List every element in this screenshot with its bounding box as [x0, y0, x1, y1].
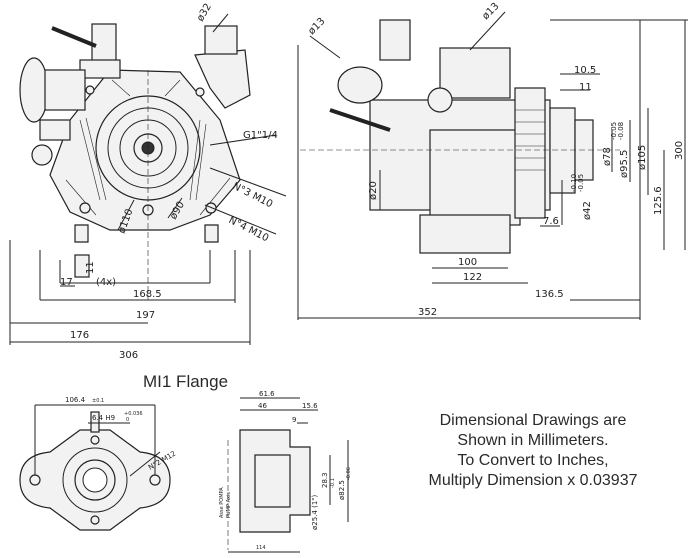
flange-hole-left: [29, 474, 41, 486]
dim-flange-114: 114: [256, 545, 266, 551]
side-crankcase: [429, 129, 521, 226]
dim-side-122: 122: [463, 272, 482, 283]
flange-section-dims: [228, 397, 349, 553]
left-foot: [74, 224, 89, 243]
dim-flange-106: 106.4: [65, 396, 86, 404]
flange-dim-lines: [34, 404, 161, 477]
dim-flange-9: 9: [292, 416, 296, 424]
right-foot: [204, 224, 219, 243]
dim-side-125: 125.6: [653, 186, 664, 215]
dim-306: 306: [119, 350, 138, 361]
dim-side-d95: ø95.5: [619, 150, 630, 178]
foot-detail: [74, 254, 90, 278]
flange-ring: [62, 447, 128, 513]
dim-side-100: 100: [458, 257, 477, 268]
dim-flange-64: 6.4 H9: [92, 414, 115, 422]
dim-side-11: 11: [579, 82, 592, 93]
dim-port4: N°4 M10: [227, 215, 271, 244]
dim-flange-15: 15.6: [302, 402, 318, 410]
flange-hole-bottom: [90, 515, 100, 525]
dim-side-tol95a: -0.05: [610, 122, 618, 140]
note-line-3: To Convert to Inches,: [457, 452, 609, 469]
side-gauge: [337, 66, 383, 104]
flange-view: 106.4 ±0.1 6.4 H9 +0.036 0 N°2 M12 61.6 …: [19, 390, 352, 553]
axis-label-a: Asse POMPA: [219, 487, 225, 518]
dim-side-tol42b: -0.05: [577, 174, 585, 192]
dim-flange-tol106: ±0.1: [92, 398, 104, 404]
mounting-bolts: [79, 85, 217, 216]
dim-168: 168.5: [133, 289, 162, 300]
dim-side-136: 136.5: [535, 289, 564, 300]
flange-hole-right: [149, 474, 161, 486]
dim-side-352: 352: [418, 307, 437, 318]
dim-foot-qty: (4x): [96, 277, 116, 288]
note-line-4: Multiply Dimension x 0.03937: [428, 472, 638, 489]
dim-d32: ø32: [195, 2, 214, 24]
side-regulator: [379, 19, 411, 61]
dim-side-d20: ø20: [368, 181, 379, 200]
outlet-port: [204, 25, 238, 55]
dim-side-7: 7.6: [543, 216, 559, 227]
axis-label-b: PUMP Axis: [226, 492, 232, 518]
dim-flange-tol64a: +0.036: [124, 411, 143, 417]
dim-flange-61: 61.6: [259, 390, 275, 398]
dim-thread: G1"1/4: [243, 130, 278, 141]
dim-side-tol95b: -0.08: [617, 122, 625, 140]
note-line-1: Dimensional Drawings are: [439, 412, 627, 429]
flange-hole-top: [90, 435, 100, 445]
note-line-2: Shown in Millimeters.: [457, 432, 609, 449]
side-lever: [329, 108, 391, 132]
flange-title: MI1 Flange: [143, 372, 229, 391]
dim-flange-tol28: -0.1: [330, 478, 336, 488]
side-manifold: [439, 47, 511, 99]
dim-side-d105: ø105: [637, 145, 648, 170]
units-note: Dimensional Drawings are Shown in Millim…: [388, 411, 678, 491]
valve-block: [44, 69, 86, 111]
side-port: [427, 87, 453, 113]
dim-flange-25: ø25.4 (1"): [311, 495, 319, 530]
dim-flange-46: 46: [258, 402, 267, 410]
front-view: ø32 G1"1/4 N°3 M10 N°4 M10 ø110 ø90 17 1…: [9, 2, 287, 361]
dim-side-d42: ø42: [582, 201, 593, 220]
side-valve: [39, 119, 71, 141]
dim-foot-h: 17: [60, 277, 73, 288]
dim-side-300: 300: [674, 141, 685, 160]
side-dim-lines: [297, 11, 688, 320]
flange-key: [90, 411, 100, 433]
dim-197: 197: [136, 310, 155, 321]
dim-side-d13a: ø13: [306, 16, 327, 37]
dim-flange-82: ø82.5: [338, 480, 346, 500]
regulator-lever: [51, 26, 97, 48]
dim-176: 176: [70, 330, 89, 341]
dim-side-10: 10.5: [574, 65, 596, 76]
side-view: ø13 ø13 ø20 10.5 11 ø78 ø95.5 -0.05 -0.0…: [297, 1, 688, 320]
dim-flange-tol82: -0.06: [346, 467, 352, 480]
flange-section-bore: [254, 454, 291, 508]
side-base: [419, 214, 511, 254]
dim-flange-28: 28.3: [321, 472, 329, 488]
body-fins: [65, 79, 231, 216]
dim-flange-tol64b: 0: [126, 417, 129, 423]
pressure-gauge: [19, 57, 49, 123]
dim-port3: N°3 M10: [231, 181, 275, 210]
dim-side-d78: ø78: [602, 147, 613, 166]
piston-rings: [515, 109, 545, 171]
side-pistons: [514, 87, 546, 219]
side-fitting: [31, 144, 53, 166]
dim-foot-w: 11: [85, 261, 96, 274]
flange-bore: [82, 467, 108, 493]
dim-side-tol42a: -0.10: [570, 174, 578, 192]
front-dim-lines: [9, 13, 287, 345]
regulator-body: [79, 59, 121, 79]
